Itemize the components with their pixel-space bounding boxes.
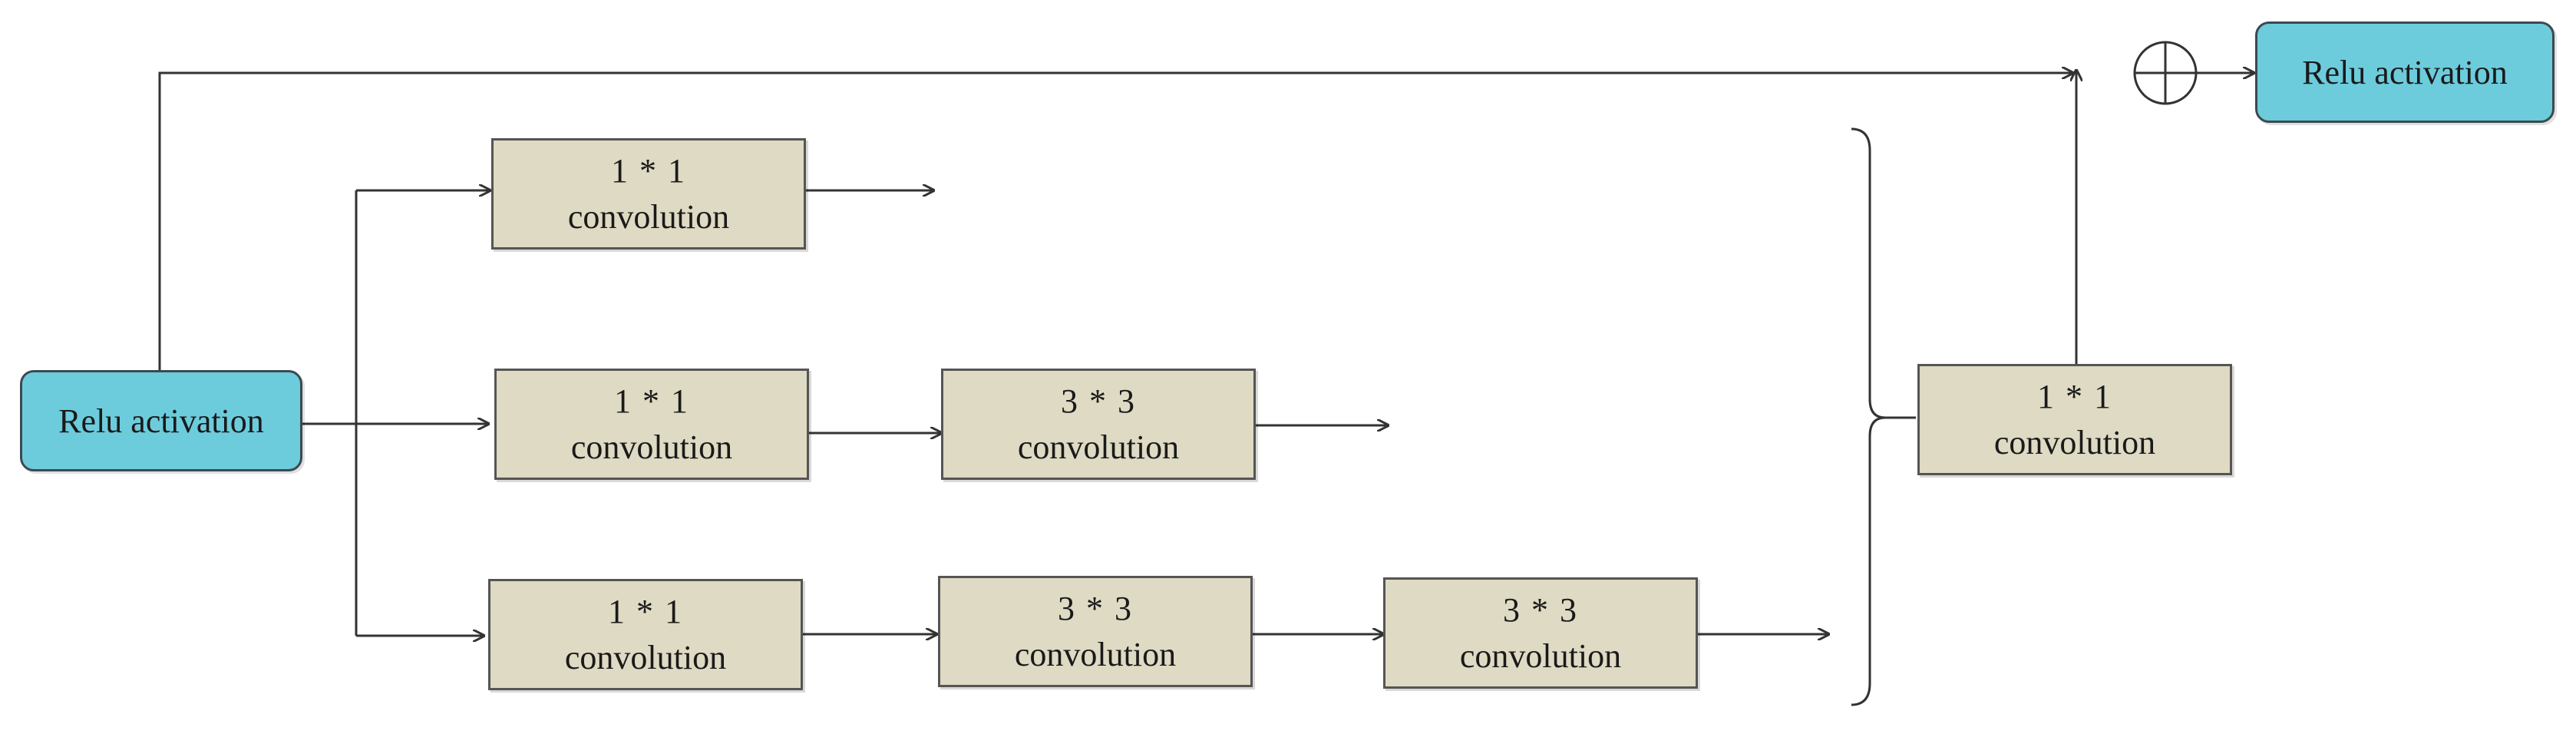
branch2-conv-1x1-node: 1 * 1 convolution [494, 369, 809, 480]
branch3-conv2-kernel: 3 * 3 [1058, 589, 1133, 627]
merge-conv-kernel: 1 * 1 [2037, 377, 2112, 415]
input-relu-activation-node: Relu activation [20, 370, 302, 471]
output-relu-activation-node: Relu activation [2255, 21, 2555, 123]
branch3-conv2-label: convolution [1014, 635, 1177, 673]
branch1-conv-1x1-node: 1 * 1 convolution [491, 138, 806, 250]
input-relu-label: Relu activation [58, 402, 264, 440]
branch1-conv1-kernel: 1 * 1 [611, 151, 686, 190]
branch2-conv2-kernel: 3 * 3 [1061, 382, 1136, 420]
branch3-conv-3x3-second-node: 3 * 3 convolution [1383, 577, 1698, 689]
branch3-conv1-kernel: 1 * 1 [608, 592, 683, 630]
skip-connection-line [158, 73, 2072, 370]
merge-conv-1x1-node: 1 * 1 convolution [1917, 364, 2232, 475]
branch2-conv-3x3-node: 3 * 3 convolution [941, 369, 1256, 480]
output-relu-label: Relu activation [2302, 53, 2508, 91]
branch3-conv3-label: convolution [1459, 636, 1622, 675]
merge-conv-label: convolution [1993, 423, 2156, 461]
branch2-conv2-label: convolution [1017, 428, 1180, 466]
branch3-conv3-kernel: 3 * 3 [1503, 590, 1578, 629]
branch3-conv-1x1-node: 1 * 1 convolution [488, 579, 803, 690]
branch3-conv1-label: convolution [564, 638, 727, 676]
branch2-conv1-label: convolution [570, 428, 733, 466]
branch2-conv1-kernel: 1 * 1 [614, 382, 689, 420]
branch3-conv-3x3-first-node: 3 * 3 convolution [938, 576, 1253, 687]
add-plus-symbol [2135, 42, 2196, 104]
concat-bracket [1851, 127, 1886, 706]
branch1-conv1-label: convolution [567, 197, 730, 236]
